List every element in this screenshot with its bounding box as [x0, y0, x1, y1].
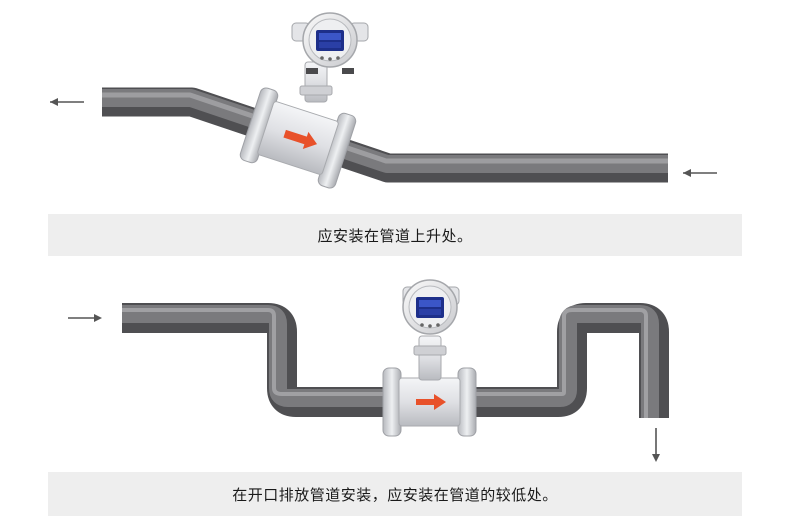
flow-meter: [239, 86, 358, 189]
caption-text: 在开口排放管道安装，应安装在管道的较低处。: [232, 484, 558, 505]
arrow-left-icon: [683, 169, 717, 177]
rising-pipe-diagram: [50, 13, 717, 190]
right-flange: [458, 368, 476, 436]
left-flange: [383, 368, 401, 436]
open-discharge-diagram: [68, 280, 660, 462]
converter-head: [292, 13, 368, 74]
converter-head: [403, 280, 459, 334]
arrow-left-icon: [50, 98, 84, 106]
flow-meter: [383, 336, 476, 436]
meter-neck: [419, 336, 441, 380]
caption-text: 应安装在管道上升处。: [317, 225, 472, 246]
arrow-down-icon: [652, 428, 660, 462]
arrow-right-icon: [68, 314, 102, 322]
caption-rising-section: 应安装在管道上升处。: [48, 214, 742, 256]
caption-open-discharge: 在开口排放管道安装，应安装在管道的较低处。: [48, 472, 742, 516]
